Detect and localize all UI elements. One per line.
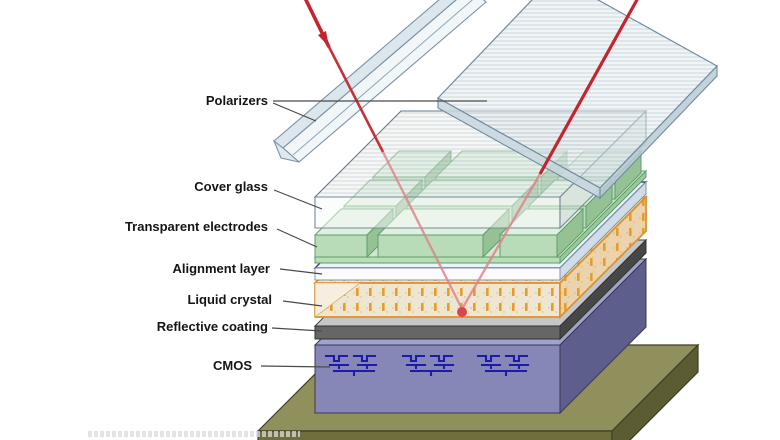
label-transparent-electrodes: Transparent electrodes bbox=[124, 219, 268, 234]
reflected-ray bbox=[460, 173, 542, 310]
right-polarizer bbox=[437, 0, 718, 200]
light-rays bbox=[303, 0, 639, 317]
label-cmos: CMOS bbox=[213, 358, 252, 373]
label-cover-glass: Cover glass bbox=[194, 179, 268, 194]
reflection-point-dot bbox=[457, 307, 467, 317]
incoming-ray-arrowhead-icon bbox=[318, 31, 329, 47]
leader-liquid-crystal bbox=[282, 300, 323, 307]
leader-transparent-electrodes bbox=[276, 228, 318, 248]
left-polarizer bbox=[272, 0, 487, 163]
leader-cover-glass bbox=[273, 189, 323, 210]
leader-reflective-coating bbox=[271, 327, 323, 332]
leader-lines bbox=[260, 100, 487, 368]
label-polarizers: Polarizers bbox=[205, 93, 268, 108]
leader-cmos bbox=[260, 365, 331, 368]
label-liquid-crystal: Liquid crystal bbox=[187, 292, 272, 307]
leader-polarizers-left bbox=[272, 102, 317, 122]
cmos-circuit-icon bbox=[324, 354, 530, 377]
leader-alignment-layer bbox=[279, 268, 323, 275]
label-reflective-coating: Reflective coating bbox=[156, 319, 268, 334]
label-alignment-layer: Alignment layer bbox=[172, 261, 270, 276]
